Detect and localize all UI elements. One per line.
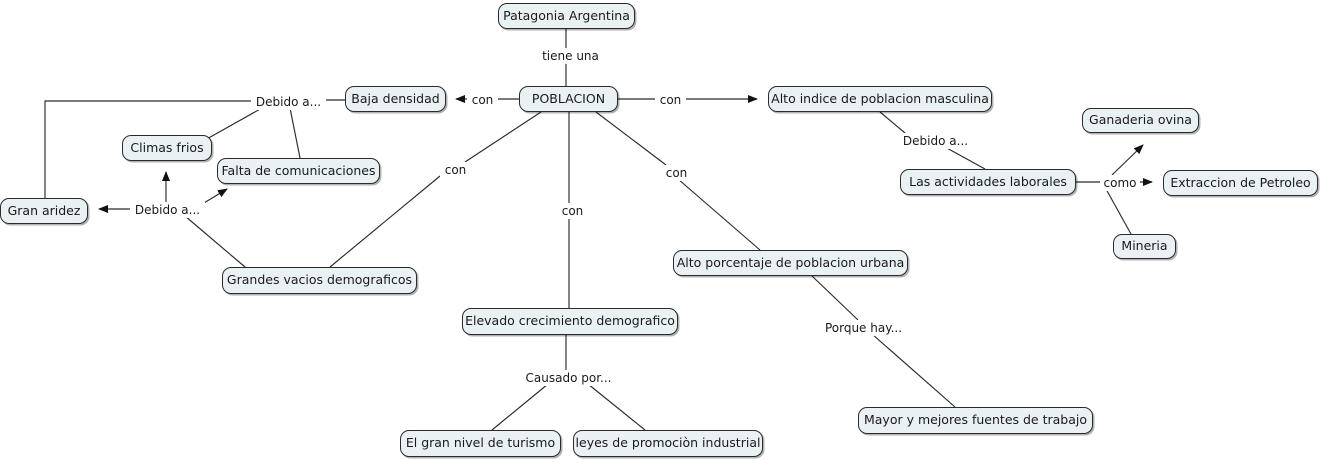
node-leyes-de-promocion-industrial[interactable]: leyes de promociòn industrial: [573, 430, 763, 457]
link-label-con-grandes-vacios: con: [440, 162, 471, 178]
edge-causado-turismo: [491, 383, 549, 431]
link-label-text: Debido a...: [255, 95, 322, 109]
edge-label-actividades: [944, 146, 986, 170]
node-alto-indice-poblacion-masculina[interactable]: Alto indice de poblacion masculina: [768, 86, 992, 112]
node-el-gran-nivel-de-turismo[interactable]: El gran nivel de turismo: [400, 430, 561, 457]
node-ganaderia-ovina[interactable]: Ganaderia ovina: [1082, 108, 1199, 133]
link-label-porque-hay: Porque hay...: [821, 320, 906, 336]
edge-debido-climas: [204, 107, 263, 141]
node-baja-densidad[interactable]: Baja densidad: [345, 86, 446, 112]
node-label: POBLACION: [531, 90, 606, 106]
node-grandes-vacios-demograficos[interactable]: Grandes vacios demograficos: [222, 267, 417, 294]
link-label-con-elevado-crecimiento: con: [557, 203, 588, 219]
link-label-text: Porque hay...: [824, 321, 903, 335]
node-label: Falta de comunicaciones: [221, 162, 376, 178]
node-mineria[interactable]: Mineria: [1113, 234, 1176, 259]
edge-label-urbana: [677, 178, 761, 251]
edge-altoindice-label-debido3: [879, 111, 906, 134]
node-gran-aridez[interactable]: Gran aridez: [0, 198, 88, 224]
link-label-text: Causado por...: [525, 371, 612, 385]
link-label-debido-a-baja-densidad: Debido a...: [251, 94, 326, 110]
node-label: Elevado crecimiento demografico: [465, 313, 675, 329]
link-label-tiene-una: tiene una: [536, 48, 605, 64]
edge-urbana-label-porque: [811, 275, 859, 321]
link-label-con-alto-porcentaje: con: [661, 165, 692, 181]
link-label-con-alto-indice: con: [655, 92, 686, 108]
link-label-con-baja-densidad: con: [467, 92, 498, 108]
link-label-text: Debido a...: [134, 203, 201, 217]
node-las-actividades-laborales[interactable]: Las actividades laborales: [900, 169, 1076, 195]
node-poblacion[interactable]: POBLACION: [519, 86, 618, 112]
node-climas-frios[interactable]: Climas frios: [122, 135, 212, 161]
link-label-debido-a-grandes-vacios: Debido a...: [130, 202, 205, 218]
edge-label-grandes: [329, 175, 441, 268]
link-label-text: como: [1103, 176, 1137, 190]
link-label-text: con: [471, 93, 494, 107]
edge-porque-trabajo: [871, 333, 956, 408]
node-label: Extraccion de Petroleo: [1170, 174, 1311, 190]
node-label: leyes de promociòn industrial: [575, 435, 761, 451]
node-patagonia-argentina[interactable]: Patagonia Argentina: [498, 3, 635, 29]
node-extraccion-de-petroleo[interactable]: Extraccion de Petroleo: [1163, 170, 1318, 196]
node-label: Las actividades laborales: [909, 173, 1067, 189]
edge-mineria-como: [1105, 188, 1132, 235]
node-label: Climas frios: [130, 139, 204, 155]
edge-poblacion-label-urbana: [595, 111, 667, 166]
edge-grandes-label-debido2: [184, 215, 246, 268]
link-label-como: como: [1100, 175, 1140, 191]
link-label-text: con: [561, 204, 584, 218]
node-falta-de-comunicaciones[interactable]: Falta de comunicaciones: [217, 158, 380, 184]
node-label: El gran nivel de turismo: [405, 435, 556, 451]
link-label-text: con: [444, 163, 467, 177]
node-alto-porcentaje-poblacion-urbana[interactable]: Alto porcentaje de poblacion urbana: [673, 250, 908, 276]
edge-como-ganaderia-arrow: [1111, 144, 1144, 176]
edge-causado-leyes: [587, 383, 646, 431]
node-label: Ganaderia ovina: [1089, 112, 1192, 128]
node-label: Grandes vacios demograficos: [226, 272, 413, 288]
node-label: Gran aridez: [7, 202, 81, 218]
edge-debido-falta: [289, 107, 301, 159]
node-elevado-crecimiento-demografico[interactable]: Elevado crecimiento demografico: [462, 308, 678, 335]
link-label-debido-a-actividades: Debido a...: [898, 133, 973, 149]
node-mayor-y-mejores-fuentes-de-trabajo[interactable]: Mayor y mejores fuentes de trabajo: [858, 407, 1093, 434]
link-label-causado-por: Causado por...: [525, 370, 612, 386]
edge-debido-aridez: [44, 100, 251, 198]
node-label: Mayor y mejores fuentes de trabajo: [863, 412, 1088, 428]
link-label-text: Debido a...: [902, 134, 969, 148]
node-label: Alto indice de poblacion masculina: [771, 90, 989, 106]
edge-poblacion-label-grandes: [464, 111, 542, 163]
link-label-text: tiene una: [542, 49, 599, 63]
link-label-text: con: [665, 166, 688, 180]
node-label: Alto porcentaje de poblacion urbana: [676, 254, 905, 270]
link-label-text: con: [659, 93, 682, 107]
node-label: Patagonia Argentina: [503, 7, 630, 23]
node-label: Baja densidad: [351, 90, 440, 106]
node-label: Mineria: [1121, 238, 1168, 254]
